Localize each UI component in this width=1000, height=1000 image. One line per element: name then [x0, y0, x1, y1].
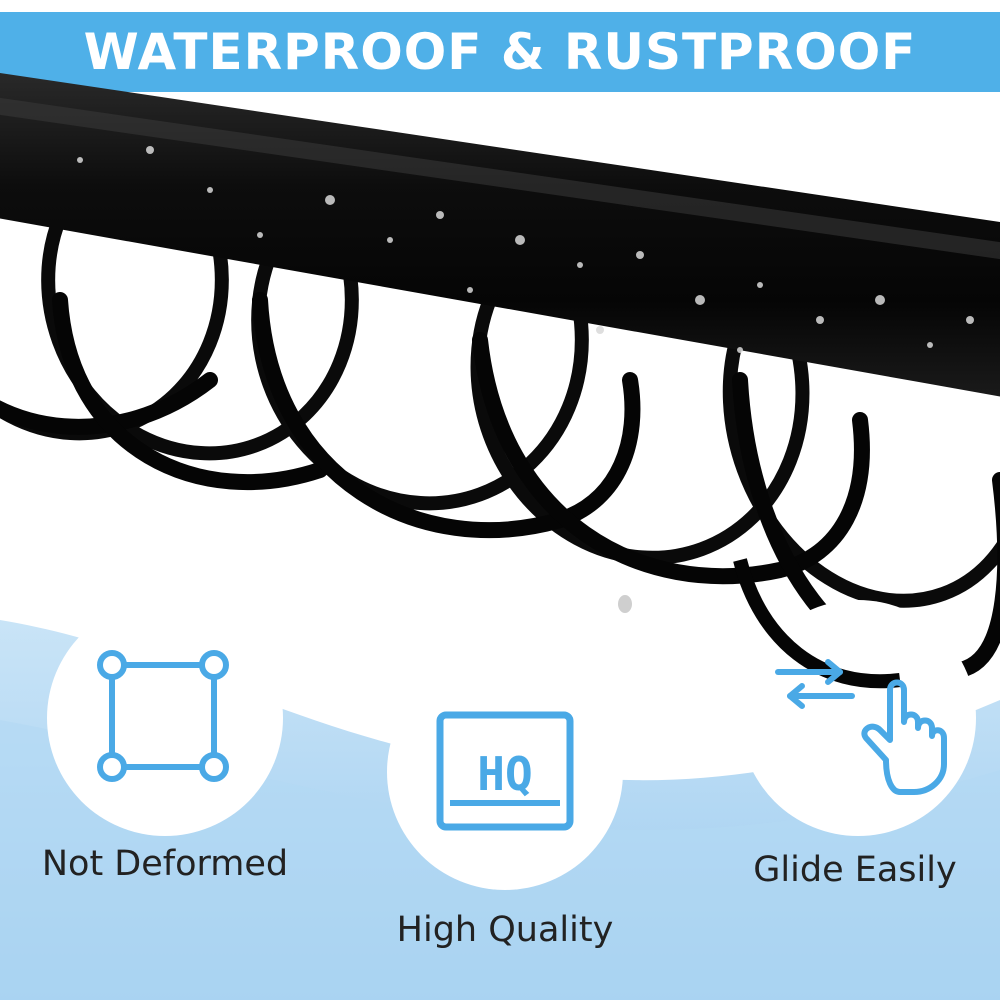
feature-glide-easily	[733, 558, 976, 836]
water-droplets	[77, 146, 974, 353]
feature-label-high-quality: High Quality	[396, 910, 614, 950]
hq-badge-text: HQ	[477, 747, 532, 801]
curtain-rod	[0, 72, 1000, 397]
banner-title: WATERPROOF & RUSTPROOF	[83, 23, 917, 81]
rod-highlight	[0, 97, 1000, 260]
banner: WATERPROOF & RUSTPROOF	[0, 12, 1000, 92]
feature-label-glide-easily: Glide Easily	[753, 850, 957, 890]
feature-label-not-deformed: Not Deformed	[41, 844, 289, 884]
hanging-water-drop	[618, 595, 632, 613]
feature-high-quality: HQ	[387, 654, 623, 890]
glide-hand-icon	[775, 659, 947, 795]
feature-not-deformed	[47, 600, 283, 836]
hq-badge-icon: HQ	[436, 711, 574, 831]
banner-bar	[0, 12, 1000, 92]
square-nodes-icon	[97, 650, 229, 782]
